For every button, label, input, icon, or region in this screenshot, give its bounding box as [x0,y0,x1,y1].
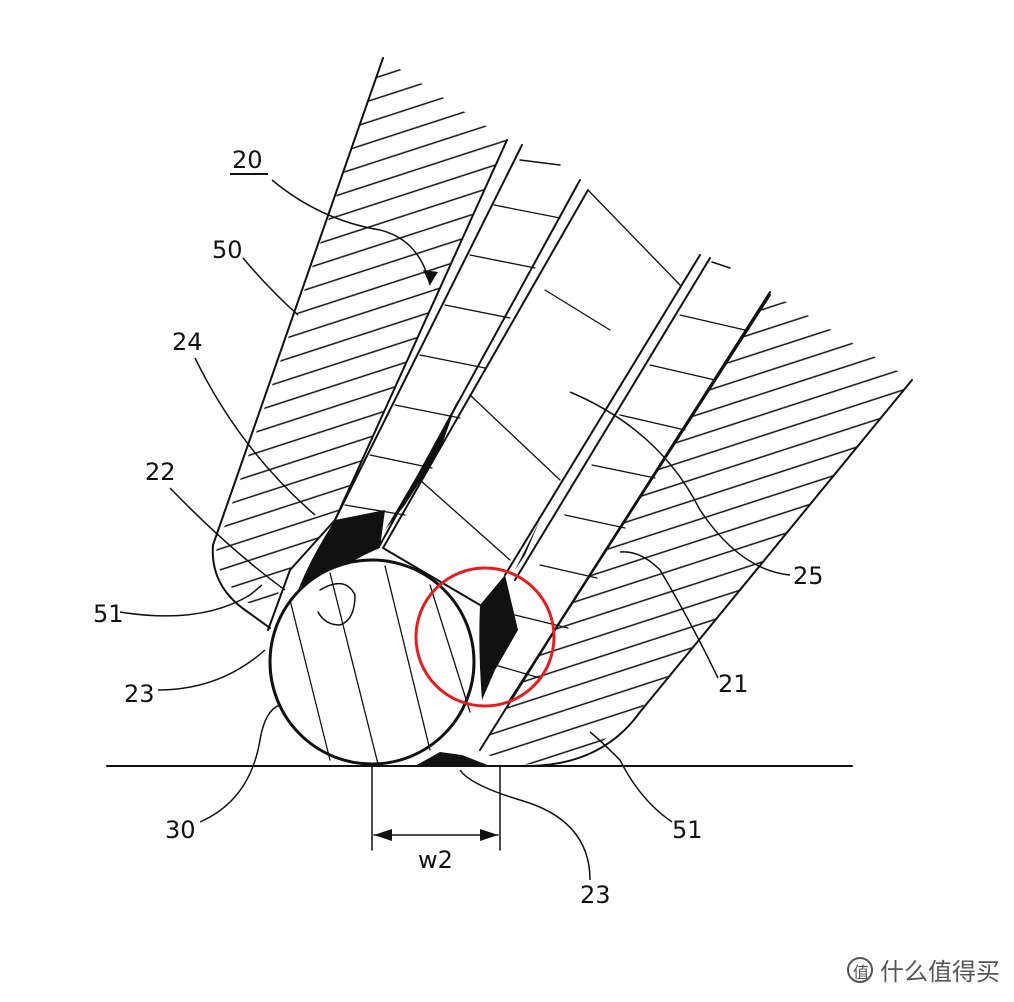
arrow-head [423,270,438,285]
dimension-w2 [371,765,501,851]
cylinder-30 [268,558,476,766]
label-30: 30 [165,816,196,844]
central-element [382,189,731,606]
label-51-right: 51 [672,816,703,844]
highlight-circle [414,566,556,708]
label-20: 20 [232,146,263,174]
solder-fillets [290,400,555,766]
watermark-text: 什么值得买 [880,958,1000,986]
label-25: 25 [793,562,824,590]
label-23-bottom: 23 [580,881,611,909]
svg-text:值: 值 [853,963,869,982]
label-51-left: 51 [93,600,124,628]
label-21: 21 [718,670,749,698]
right-housing [478,291,913,768]
label-24: 24 [172,328,203,356]
leader-lines [119,179,791,881]
watermark: 值 什么值得买 [847,957,1000,986]
label-w2: w2 [418,846,453,874]
label-50: 50 [212,236,243,264]
value-sign-icon: 值 [847,957,873,983]
label-23-left: 23 [124,680,155,708]
label-22: 22 [145,458,176,486]
